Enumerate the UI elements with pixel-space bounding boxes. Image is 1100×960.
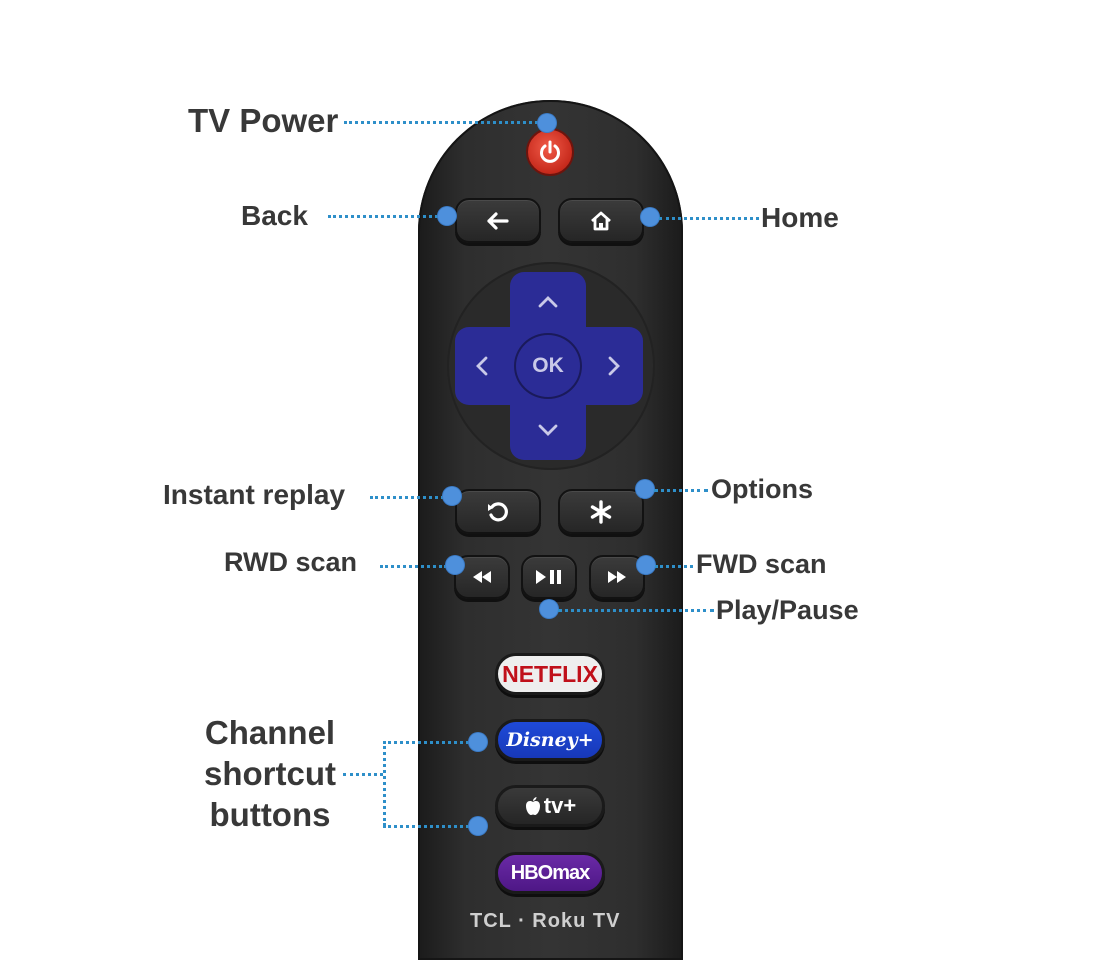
callout-line-fwd-scan <box>655 565 693 568</box>
back-arrow-icon <box>487 211 509 230</box>
apple-tv-button[interactable]: tv+ <box>495 785 605 827</box>
asterisk-icon <box>590 499 612 524</box>
label-fwd-scan: FWD scan <box>696 549 827 579</box>
power-button[interactable] <box>526 128 574 176</box>
ok-button[interactable]: OK <box>514 333 582 399</box>
chevron-up-icon <box>538 296 558 308</box>
label-rwd-scan: RWD scan <box>224 547 358 577</box>
callout-dot-appletv <box>469 817 487 835</box>
label-play-pause: Play/Pause <box>716 595 859 625</box>
callout-line-channel-stub <box>343 773 383 776</box>
label-channel-line-3: buttons <box>209 796 331 833</box>
label-tv-power: TV Power <box>188 102 339 139</box>
callout-line-play-pause <box>558 609 714 612</box>
instant-replay-button[interactable] <box>455 489 541 534</box>
dpad-up-button[interactable] <box>533 290 563 314</box>
power-icon <box>540 140 560 163</box>
product-photo: OK NETFLIX Dis <box>163 100 859 960</box>
callout-dot-rwd-scan <box>446 556 464 574</box>
callout-line-channel-top <box>383 741 469 744</box>
chevron-left-icon <box>476 356 488 376</box>
dpad-right-button[interactable] <box>602 351 626 381</box>
play-pause-icon <box>536 570 561 584</box>
callout-dot-tv-power <box>538 114 556 132</box>
rewind-icon <box>473 571 491 583</box>
chevron-down-icon <box>538 424 558 436</box>
label-home: Home <box>761 202 839 233</box>
netflix-button[interactable]: NETFLIX <box>495 653 605 695</box>
label-channel-line-1: Channel <box>204 714 336 751</box>
callout-dot-fwd-scan <box>637 556 655 574</box>
fast-forward-button[interactable] <box>589 555 645 599</box>
callout-dot-back <box>438 207 456 225</box>
apple-logo-icon <box>525 797 540 815</box>
home-icon <box>591 211 611 230</box>
callout-line-channel-bracket <box>383 741 386 826</box>
label-back: Back <box>241 200 308 231</box>
hbo-max-button[interactable]: HBOmax <box>495 852 605 894</box>
callout-line-instant-replay <box>370 496 444 499</box>
callout-dot-home <box>641 208 659 226</box>
callout-line-channel-bottom <box>383 825 469 828</box>
back-button[interactable] <box>455 198 541 243</box>
apple-tv-label: tv+ <box>543 793 577 818</box>
label-channel-shortcut-buttons: Channel shortcut buttons <box>190 712 350 835</box>
callout-line-back <box>328 215 438 218</box>
fast-forward-icon <box>608 571 626 583</box>
label-channel-line-2: shortcut <box>204 755 336 792</box>
brand-logo: TCL · Roku TV <box>470 910 621 932</box>
disney-plus-button[interactable]: Disney+ <box>495 719 605 761</box>
callout-line-rwd-scan <box>380 565 447 568</box>
label-instant-replay: Instant replay <box>163 479 346 510</box>
play-pause-button[interactable] <box>521 555 577 599</box>
callout-dot-play-pause <box>540 600 558 618</box>
callout-line-options <box>654 489 708 492</box>
dpad-left-button[interactable] <box>470 351 494 381</box>
callout-dot-instant-replay <box>443 487 461 505</box>
dpad-down-button[interactable] <box>533 418 563 442</box>
callout-dot-disney <box>469 733 487 751</box>
callout-line-home <box>659 217 759 220</box>
replay-icon <box>488 501 508 521</box>
home-button[interactable] <box>558 198 644 243</box>
callout-dot-options <box>636 480 654 498</box>
callout-line-tv-power <box>344 121 538 124</box>
chevron-right-icon <box>608 356 620 376</box>
options-button[interactable] <box>558 489 644 534</box>
label-options: Options <box>711 474 813 504</box>
